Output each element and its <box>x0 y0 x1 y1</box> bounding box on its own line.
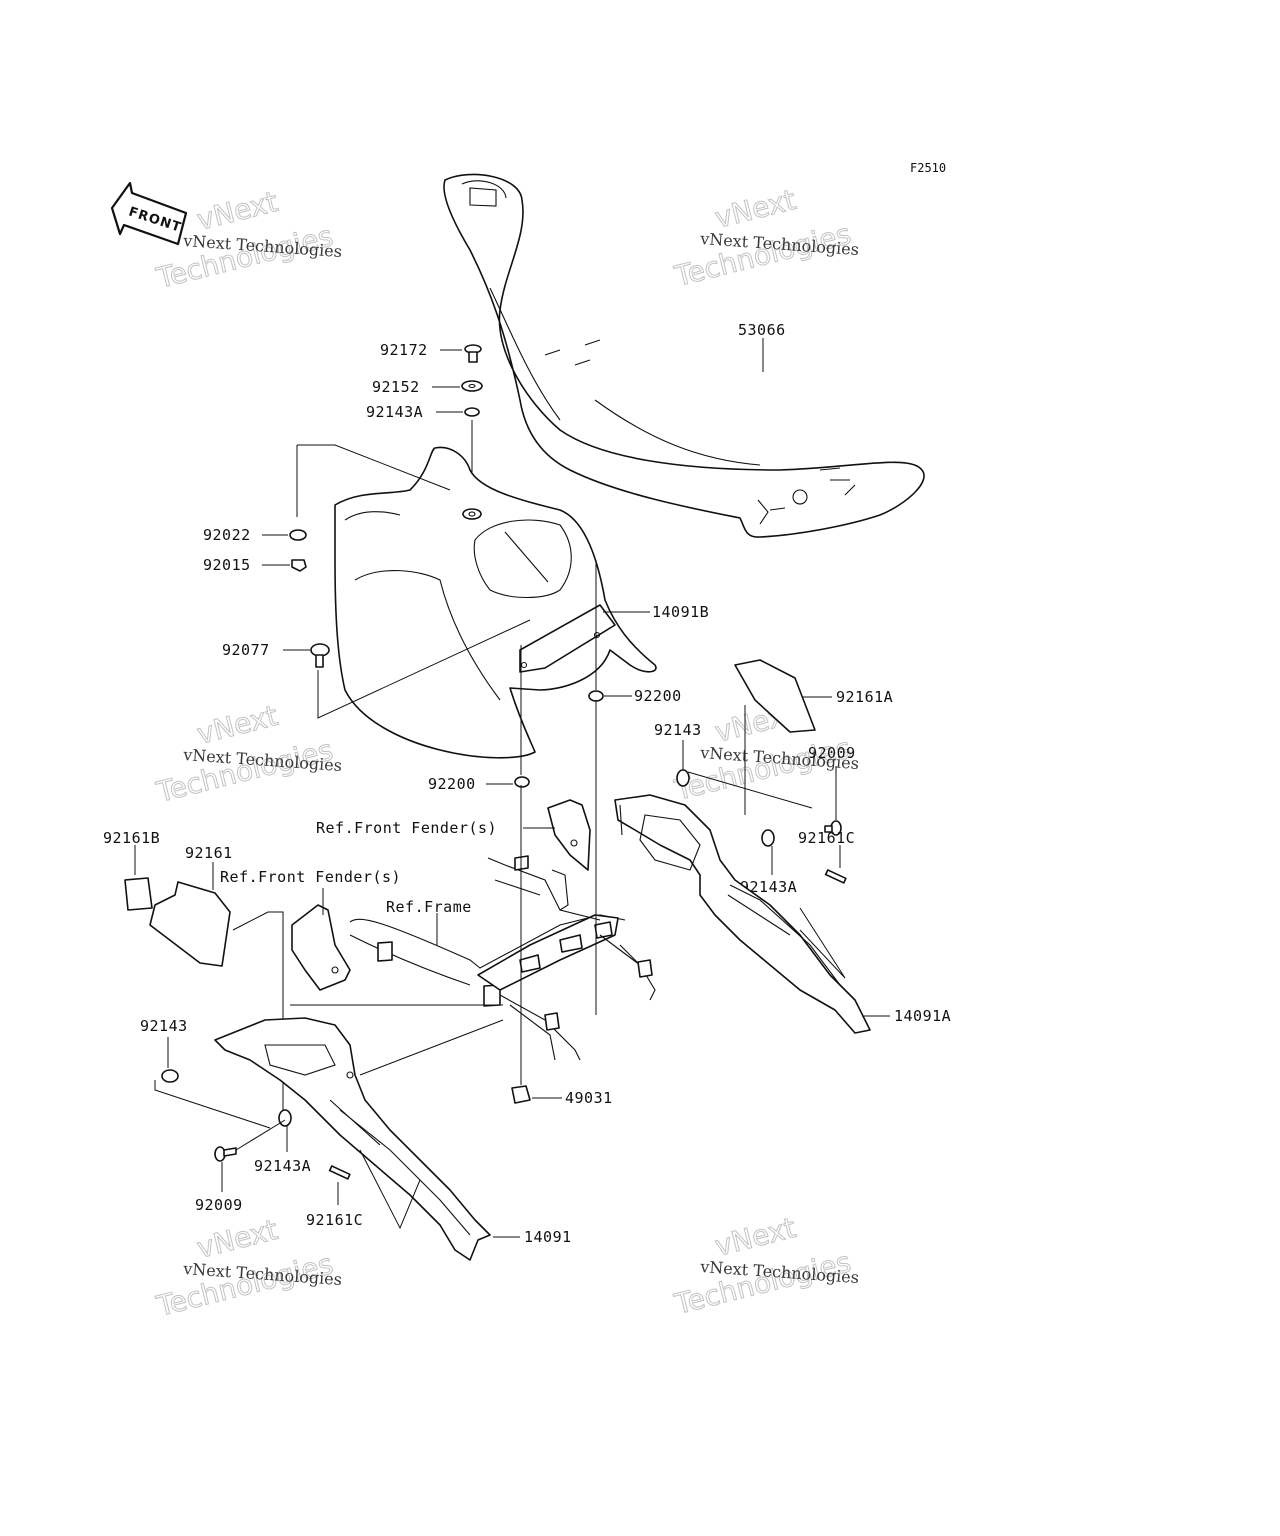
bolt-92009-right <box>824 820 842 836</box>
label-92143A-right: 92143A <box>740 878 797 896</box>
label-92077: 92077 <box>222 641 270 659</box>
sticker-92161B <box>124 877 153 911</box>
front-fender-ref-lower <box>291 904 351 991</box>
label-49031: 49031 <box>565 1089 613 1107</box>
washer-92143A-left <box>278 1109 292 1127</box>
sticker-92161C-right <box>824 869 847 884</box>
label-92161A: 92161A <box>836 688 893 706</box>
label-92143-right: 92143 <box>654 721 702 739</box>
label-92161C-right: 92161C <box>798 829 855 847</box>
frame-ref <box>349 855 656 1061</box>
sticker-92161 <box>149 881 231 967</box>
label-53066: 53066 <box>738 321 786 339</box>
grommet-92200-b <box>514 776 530 788</box>
sticker-92161C-left <box>328 1165 351 1180</box>
washer-92143A-right <box>761 829 775 847</box>
svg-text:vNext: vNext <box>712 1211 799 1263</box>
seat-53066 <box>443 173 925 538</box>
front-fender-ref-upper <box>547 799 591 871</box>
label-92200-b: 92200 <box>428 775 476 793</box>
washer-92152 <box>461 380 483 392</box>
label-ref-front-fender-2: Ref.Front Fender(s) <box>220 868 401 886</box>
grommet-92143-left <box>161 1069 179 1083</box>
rivet-92077 <box>310 643 330 668</box>
label-92143-left: 92143 <box>140 1017 188 1035</box>
svg-text:vNext: vNext <box>194 699 281 751</box>
label-92143A-left: 92143A <box>254 1157 311 1175</box>
bolt-92009-left <box>214 1146 237 1162</box>
label-14091A: 14091A <box>894 1007 951 1025</box>
label-92161: 92161 <box>185 844 233 862</box>
label-92152: 92152 <box>372 378 420 396</box>
side-cover-14091A-right <box>614 794 871 1034</box>
watermark-mid-left: Technologies vNext vNext Technologies <box>152 698 342 809</box>
nut-92015 <box>291 559 307 572</box>
washer-92022 <box>289 529 307 541</box>
diagram-code: F2510 <box>910 161 946 175</box>
grommet-92143-right <box>676 769 690 787</box>
label-92172: 92172 <box>380 341 428 359</box>
label-14091: 14091 <box>524 1228 572 1246</box>
watermark-bottom-right: Technologies vNext vNext Technologies <box>670 1210 859 1321</box>
label-92143A-top: 92143A <box>366 403 423 421</box>
label-ref-front-fender-1: Ref.Front Fender(s) <box>316 819 497 837</box>
label-92161B: 92161B <box>103 829 160 847</box>
label-92009-left: 92009 <box>195 1196 243 1214</box>
washer-92143A-top <box>464 407 480 417</box>
watermark-bottom-left: Technologies vNext vNext Technologies <box>152 1212 342 1323</box>
label-14091B: 14091B <box>652 603 709 621</box>
side-cover-14091-left <box>214 1017 491 1261</box>
front-arrow-icon: FRONT <box>110 181 188 246</box>
sticker-92161A <box>734 659 816 733</box>
svg-text:vNext: vNext <box>194 1213 281 1265</box>
clip-49031 <box>511 1085 531 1104</box>
watermark-top-left: Technologies vNext vNext Technologies <box>152 184 342 295</box>
rear-cover-14091B <box>334 446 657 759</box>
label-92022: 92022 <box>203 526 251 544</box>
grommet-92200-a <box>588 690 604 702</box>
svg-text:vNext: vNext <box>194 185 281 237</box>
label-92161C-left: 92161C <box>306 1211 363 1229</box>
svg-text:vNext: vNext <box>712 183 799 235</box>
label-92009-right: 92009 <box>808 744 856 762</box>
bolt-92172 <box>464 344 482 363</box>
label-ref-frame: Ref.Frame <box>386 898 472 916</box>
label-92015: 92015 <box>203 556 251 574</box>
watermark-top-right: Technologies vNext vNext Technologies <box>670 182 859 293</box>
label-92200-a: 92200 <box>634 687 682 705</box>
